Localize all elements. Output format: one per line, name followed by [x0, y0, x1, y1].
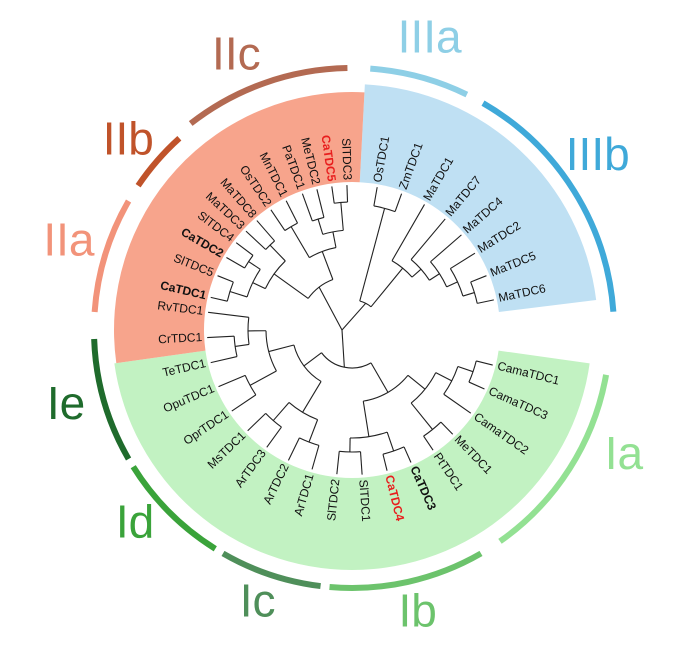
- clade-arcs: [91, 65, 617, 591]
- clade-arc-iic: [188, 65, 348, 126]
- leaf-label-sltdc2: SlTDC2: [324, 478, 342, 522]
- tree-branches: [207, 185, 494, 475]
- clade-label-iib: IIb: [103, 112, 154, 164]
- leaf-label-rvtdc1: RvTDC1: [157, 298, 205, 318]
- clade-arc-id: [130, 465, 217, 552]
- clade-label-iiib: IIIb: [566, 128, 630, 180]
- clade-arc-iib: [135, 136, 182, 188]
- clade-arc-ie: [91, 338, 132, 461]
- clade-arc-ib: [329, 550, 483, 591]
- clade-label-ia: Ia: [605, 427, 644, 479]
- clade-label-iic: IIc: [212, 28, 261, 80]
- sector-clade-i: [114, 350, 590, 570]
- leaf-label-sltdc3: SlTDC3: [339, 138, 354, 181]
- clade-label-id: Id: [116, 496, 154, 548]
- sector-clade-iii: [359, 84, 597, 312]
- clade-sectors: [114, 84, 597, 570]
- sector-clade-ii: [114, 92, 365, 364]
- clade-arc-iia: [91, 199, 132, 313]
- clade-label-iia: IIa: [43, 214, 95, 266]
- clade-label-iiia: IIIa: [398, 10, 462, 62]
- clade-arc-ia: [498, 374, 610, 544]
- clade-label-ie: Ie: [47, 377, 85, 429]
- clade-arc-ic: [221, 550, 321, 590]
- clade-label-ic: Ic: [240, 574, 276, 626]
- leaf-label-crtdc1: CrTDC1: [158, 330, 203, 346]
- leaf-label-sltdc1: SlTDC1: [356, 479, 373, 522]
- clade-arc-iiib: [481, 100, 617, 312]
- clade-label-ib: Ib: [398, 585, 436, 637]
- clade-arc-iiia: [370, 65, 469, 98]
- leaf-label-catdc5: CaTDC5: [319, 134, 339, 182]
